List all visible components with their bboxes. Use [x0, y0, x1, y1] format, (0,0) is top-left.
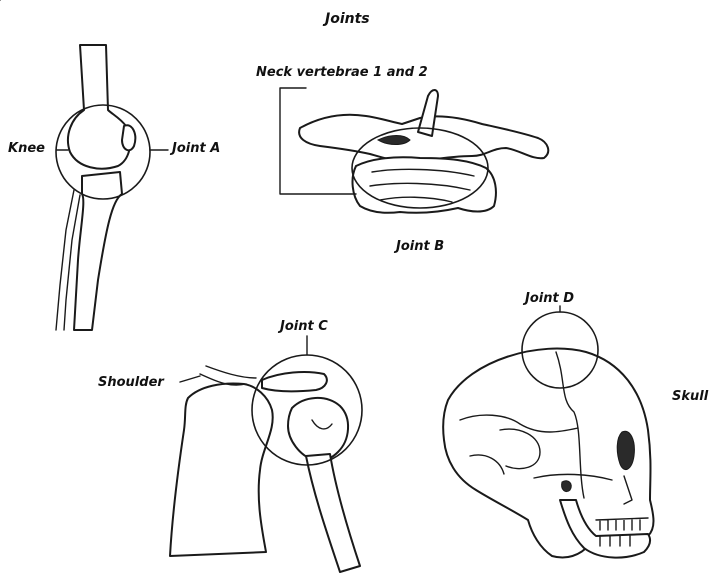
scapula-bone: [170, 384, 273, 556]
joint-d-label: Joint D: [525, 292, 574, 305]
femur-bone: [68, 45, 130, 169]
joint-c-label: Joint C: [280, 320, 328, 333]
shoulder-label: Shoulder: [98, 376, 164, 389]
shoulder-illustration: [170, 336, 362, 572]
joint-b-label: Joint B: [396, 240, 444, 253]
humerus-shaft: [306, 454, 360, 572]
neck-vertebrae-label: Neck vertebrae 1 and 2: [256, 66, 428, 79]
shoulder-leader-line: [180, 376, 200, 382]
knee-label: Knee: [8, 142, 45, 155]
diagram-title: Joints: [325, 12, 370, 26]
tibia-bone: [74, 172, 122, 330]
humerus-head: [288, 398, 348, 461]
orbit-socket: [617, 431, 634, 469]
patella-bone: [122, 125, 135, 150]
knee-illustration: [56, 45, 168, 330]
skull-label: Skull: [672, 390, 708, 403]
joint-a-label: Joint A: [172, 142, 220, 155]
